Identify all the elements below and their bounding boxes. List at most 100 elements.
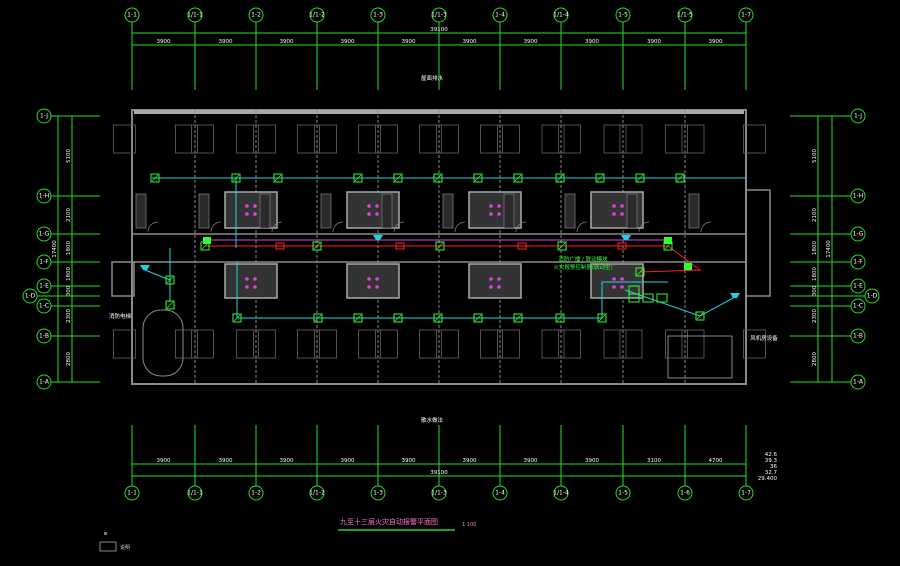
exhaust-point bbox=[489, 277, 493, 281]
door-swing bbox=[210, 221, 222, 233]
axis-bubble-bottom bbox=[248, 485, 264, 501]
module-note-1: 消防广播 / 联动模块 bbox=[558, 255, 608, 263]
axis-bubble-left bbox=[36, 188, 52, 204]
exhaust-point bbox=[245, 212, 249, 216]
dimension-total: 17400 bbox=[826, 240, 832, 258]
smoke-detector-icon bbox=[433, 173, 443, 183]
exhaust-point bbox=[620, 285, 624, 289]
drawing-scale: 1:100 bbox=[462, 522, 476, 528]
exhaust-point bbox=[375, 277, 379, 281]
axis-bubble-bottom bbox=[677, 485, 693, 501]
bed bbox=[603, 124, 627, 154]
axis-bubble-top bbox=[492, 7, 508, 23]
smoke-detector-icon bbox=[353, 313, 363, 323]
exhaust-point bbox=[489, 285, 493, 289]
speaker-icon bbox=[730, 293, 740, 298]
alarm-bus-branch bbox=[639, 245, 702, 273]
bed bbox=[743, 124, 766, 154]
wardrobe bbox=[626, 193, 638, 229]
legend-hatch-swatch bbox=[99, 541, 117, 552]
bed bbox=[297, 124, 320, 154]
exhaust-point bbox=[253, 285, 257, 289]
axis-label-top: 1-4 bbox=[495, 12, 505, 19]
wardrobe bbox=[564, 193, 576, 229]
smoke-detector-icon bbox=[313, 313, 323, 323]
isolation-module-icon bbox=[517, 242, 527, 250]
smoke-detector-icon bbox=[695, 311, 705, 321]
exhaust-point bbox=[612, 285, 616, 289]
smoke-detector-icon-mark bbox=[274, 174, 282, 182]
smoke-detector-icon bbox=[393, 313, 403, 323]
smoke-detector-icon-mark bbox=[434, 174, 442, 182]
axis-bubble-bottom bbox=[370, 485, 386, 501]
speaker-icon bbox=[621, 235, 631, 240]
axis-bubble-right bbox=[850, 374, 866, 390]
axis-bubble-left bbox=[36, 328, 52, 344]
dimension-segment: 2100 bbox=[66, 208, 72, 222]
axis-label-bottom: 1-5 bbox=[618, 490, 628, 497]
axis-label-left: 1-E bbox=[39, 283, 49, 290]
smoke-detector-icon-mark bbox=[354, 174, 362, 182]
axis-bubble-top bbox=[309, 7, 325, 23]
speaker-icon bbox=[140, 265, 150, 270]
smoke-detector-icon-mark bbox=[166, 276, 174, 284]
wardrobe bbox=[135, 193, 147, 229]
smoke-detector-icon bbox=[150, 173, 160, 183]
alarm-devices bbox=[140, 173, 740, 323]
axis-label-top: 1-7 bbox=[741, 12, 751, 19]
axis-label-left: 1-F bbox=[39, 259, 49, 266]
smoke-detector-icon bbox=[597, 313, 607, 323]
smoke-detector-icon bbox=[273, 173, 283, 183]
dimension-segment: 4700 bbox=[709, 458, 723, 464]
bottom-label: 散水做法 bbox=[421, 416, 444, 424]
axis-label-right: 1-A bbox=[853, 379, 864, 386]
bed bbox=[497, 329, 520, 359]
axis-label-left: 1-J bbox=[40, 113, 48, 120]
control-module-icon bbox=[628, 285, 640, 295]
bed bbox=[436, 124, 459, 154]
axis-bubble-top bbox=[677, 7, 693, 23]
smoke-detector-icon-mark bbox=[313, 242, 321, 250]
isolation-module-icon bbox=[617, 242, 627, 250]
axis-bubble-bottom bbox=[738, 485, 754, 501]
bathroom-bottom bbox=[590, 263, 644, 299]
axis-label-right: 1-G bbox=[853, 231, 864, 238]
smoke-detector-icon bbox=[555, 173, 565, 183]
dimension-segment: 3900 bbox=[585, 39, 599, 45]
axis-label-bottom: 1/1-4 bbox=[553, 490, 569, 497]
smoke-detector-icon bbox=[435, 241, 445, 251]
bed bbox=[419, 329, 442, 359]
bed bbox=[375, 124, 398, 154]
axis-bubble-bottom bbox=[124, 485, 140, 501]
axis-bubble-top bbox=[124, 7, 140, 23]
dimension-segment: 3900 bbox=[280, 39, 294, 45]
bed bbox=[558, 124, 581, 154]
dimension-total: 39100 bbox=[430, 470, 448, 476]
axis-label-top: 1/1-4 bbox=[553, 12, 569, 19]
exhaust-point bbox=[375, 285, 379, 289]
dimension-segment: 3900 bbox=[585, 458, 599, 464]
smoke-detector-icon bbox=[675, 173, 685, 183]
bed bbox=[541, 124, 565, 154]
smoke-detector-icon-mark bbox=[636, 174, 644, 182]
smoke-detector-icon-mark bbox=[166, 301, 174, 309]
door-swing bbox=[332, 221, 344, 233]
control-module-icon bbox=[642, 293, 654, 303]
exhaust-point bbox=[367, 204, 371, 208]
dimension-segment: 1800 bbox=[812, 241, 818, 255]
dimension-segment: 3900 bbox=[157, 39, 171, 45]
axis-bubble-left bbox=[36, 254, 52, 270]
axis-bubble-top bbox=[738, 7, 754, 23]
dimension-segment: 3900 bbox=[647, 39, 661, 45]
bed bbox=[314, 124, 337, 154]
smoke-detector-icon-mark bbox=[558, 242, 566, 250]
top-label: 屋面排水 bbox=[421, 74, 444, 82]
axis-bubble-bottom bbox=[553, 485, 569, 501]
axis-label-left: 1-H bbox=[39, 193, 50, 200]
axis-label-bottom: 1-7 bbox=[741, 490, 751, 497]
axis-label-top: 1/1-2 bbox=[309, 12, 325, 19]
bed bbox=[619, 329, 643, 359]
manual-alarm-button-icon bbox=[684, 263, 692, 270]
wardrobe bbox=[503, 193, 515, 229]
axis-bubble-top bbox=[431, 7, 447, 23]
